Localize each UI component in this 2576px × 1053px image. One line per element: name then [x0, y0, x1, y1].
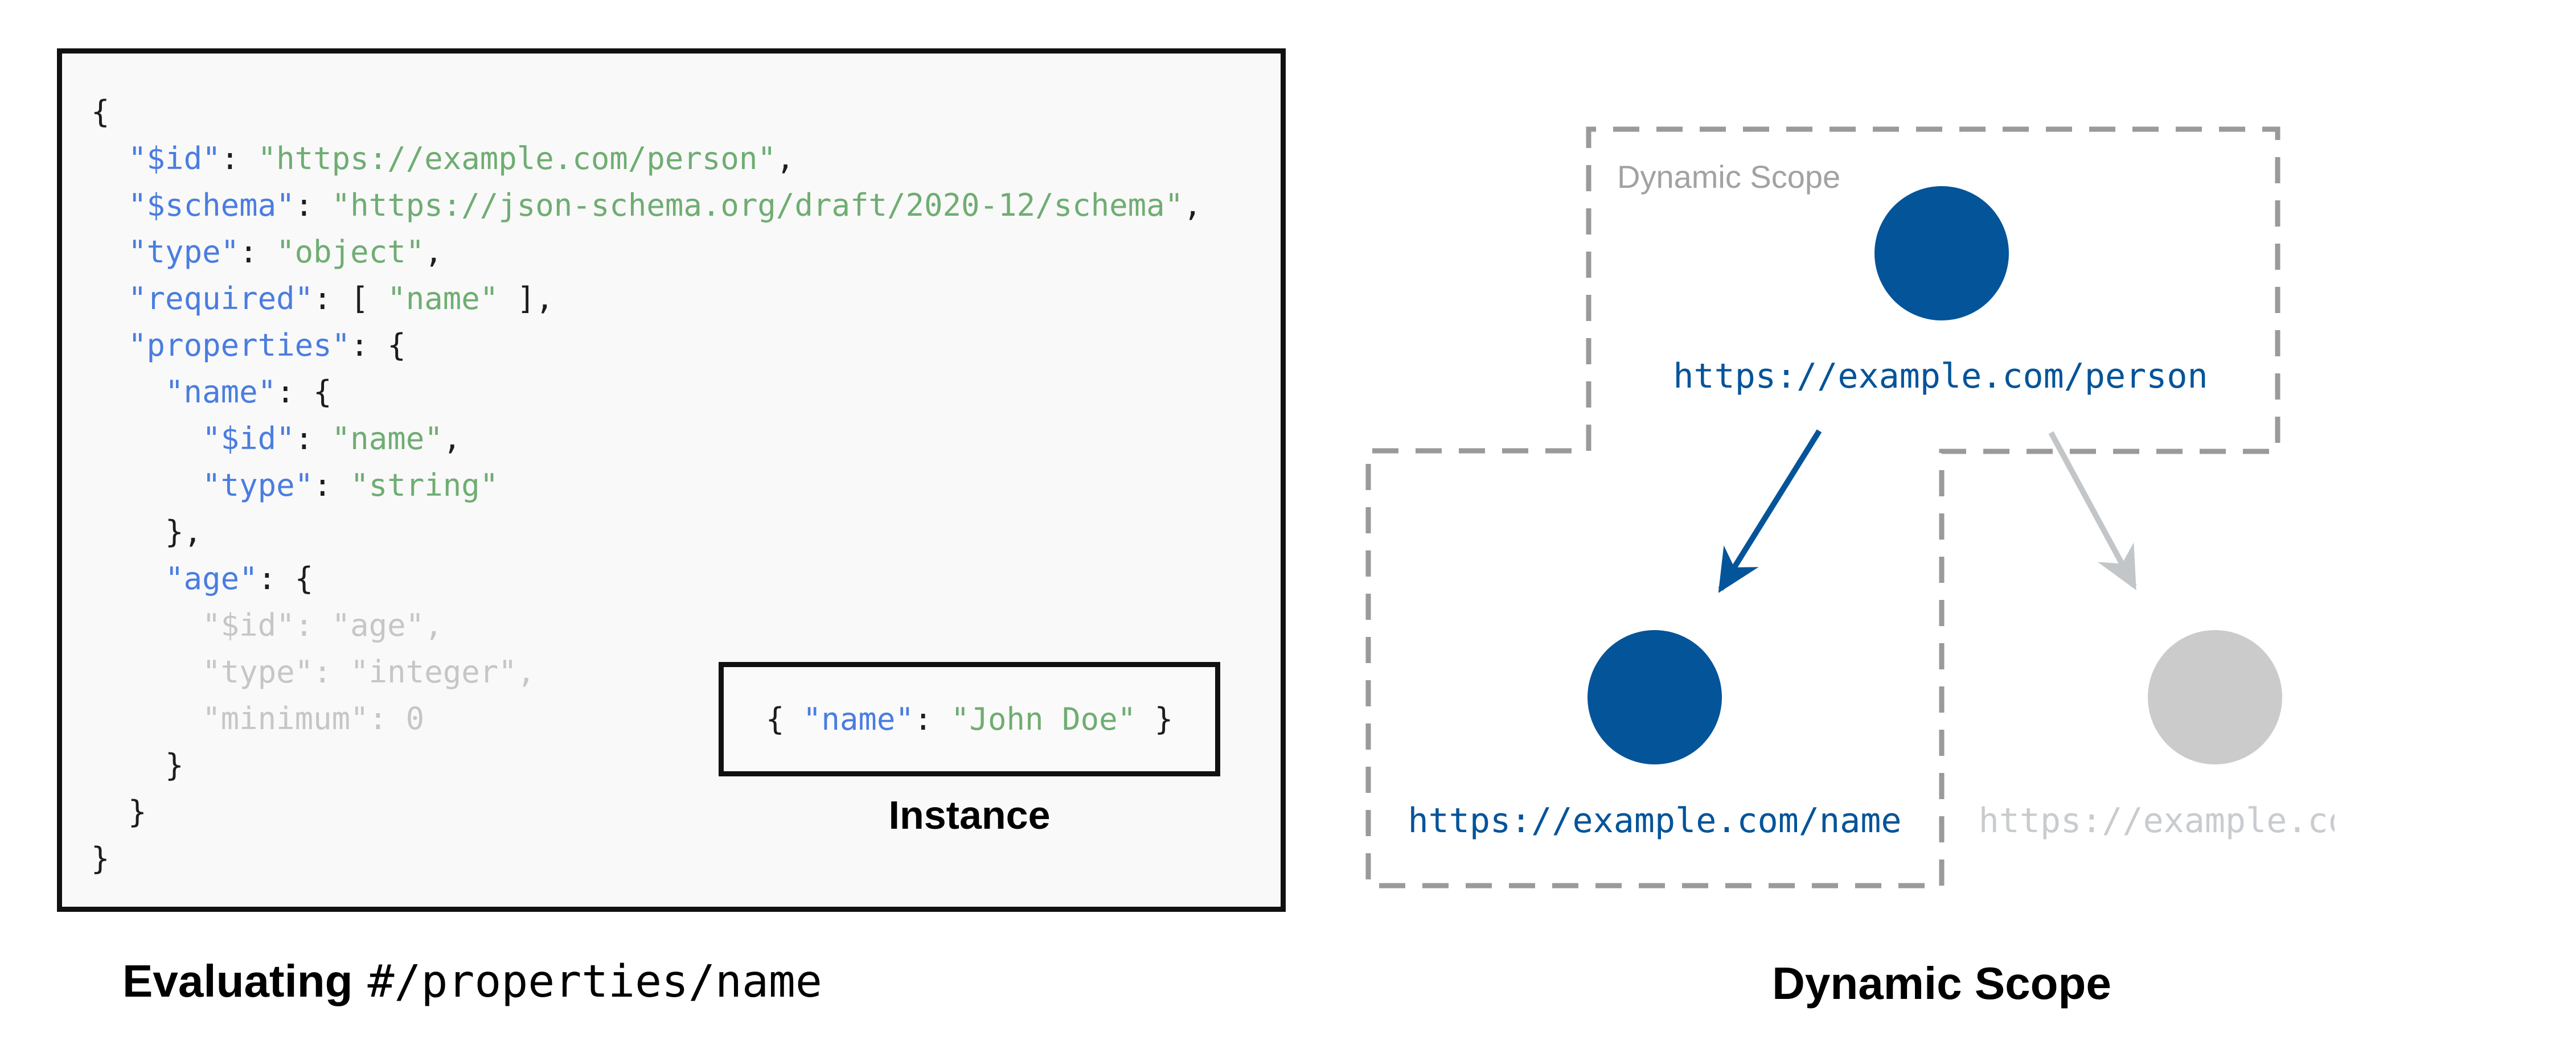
- code-line: "type": "integer",: [91, 649, 1264, 696]
- code-line: }: [91, 742, 1264, 789]
- schema-node-name-url: https://example.com/name: [1408, 801, 1902, 841]
- dynamic-scope-boundary: [1365, 126, 2280, 889]
- schema-node-age-circle: [2148, 630, 2282, 764]
- dynamic-scope-diagram: Dynamic Scope https://example.com/person…: [1365, 126, 2335, 889]
- code-token-plain: : {: [350, 327, 406, 363]
- code-token-string: "https://json-schema.org/draft/2020-12/s…: [331, 187, 1184, 223]
- code-token-key: "$id": [128, 141, 221, 176]
- code-token-plain: :: [239, 234, 277, 270]
- code-token-plain: :: [220, 141, 258, 176]
- code-token-plain: [91, 467, 202, 503]
- code-token-plain: {: [765, 701, 803, 737]
- code-token-plain: ,: [424, 234, 443, 270]
- code-token-plain: }: [91, 747, 184, 783]
- code-token-plain: },: [91, 514, 203, 550]
- code-token-plain: {: [91, 94, 110, 130]
- code-token-plain: }: [91, 841, 110, 877]
- code-token-plain: : [: [313, 281, 388, 316]
- code-line: }: [91, 836, 1264, 882]
- code-line: "$id": "age",: [91, 602, 1264, 649]
- code-token-key: "$schema": [128, 187, 295, 223]
- code-token-string: "name": [387, 281, 499, 316]
- code-token-key: "type": [202, 467, 314, 503]
- code-token-muted: "$id": "age",: [91, 607, 443, 643]
- code-token-muted: "minimum": 0: [91, 701, 425, 737]
- code-token-plain: }: [91, 794, 147, 830]
- code-token-muted: "type": "integer",: [91, 654, 536, 690]
- code-token-key: "$id": [202, 421, 295, 456]
- code-line: "required": [ "name" ],: [91, 275, 1264, 322]
- code-token-key: "name": [802, 701, 914, 737]
- code-token-plain: [91, 374, 165, 410]
- schema-json-code: { "$id": "https://example.com/person", "…: [62, 54, 1281, 882]
- code-line: "$id": "https://example.com/person",: [91, 135, 1264, 182]
- code-token-plain: ,: [442, 421, 462, 456]
- schema-node-person-url: https://example.com/person: [1673, 356, 2208, 396]
- edge-person-to-name-arrow: [1718, 429, 1822, 593]
- evaluating-caption-word: Evaluating: [122, 956, 353, 1006]
- code-token-key: "type": [128, 234, 240, 270]
- code-token-plain: ,: [1183, 187, 1202, 223]
- code-token-string: "string": [350, 467, 499, 503]
- code-token-string: "https://example.com/person": [257, 141, 776, 176]
- code-token-plain: }: [1136, 701, 1174, 737]
- code-token-string: "John Doe": [951, 701, 1137, 737]
- code-token-plain: [91, 187, 128, 223]
- code-token-plain: [91, 561, 165, 597]
- code-token-key: "age": [165, 561, 258, 597]
- code-token-plain: :: [294, 421, 332, 456]
- code-token-plain: [91, 281, 128, 316]
- code-token-plain: [91, 421, 202, 456]
- instance-box: { "name": "John Doe" }: [719, 662, 1220, 776]
- code-token-plain: [91, 327, 128, 363]
- code-line: "age": {: [91, 556, 1264, 602]
- code-line: "type": "object",: [91, 229, 1264, 275]
- schema-code-panel: { "$id": "https://example.com/person", "…: [57, 48, 1286, 912]
- dynamic-scope-caption: Dynamic Scope: [1772, 958, 2111, 1009]
- evaluating-caption-pointer: #/properties/name: [367, 956, 822, 1007]
- instance-json-code: { "name": "John Doe" }: [766, 701, 1173, 737]
- code-token-string: "object": [276, 234, 425, 270]
- evaluating-caption: Evaluating #/properties/name: [122, 955, 822, 1007]
- dynamic-scope-inline-label: Dynamic Scope: [1617, 159, 1840, 195]
- code-line: "type": "string": [91, 462, 1264, 509]
- edge-person-to-age-arrow: [2048, 431, 2137, 591]
- schema-node-person-circle: [1874, 186, 2009, 320]
- code-token-plain: : {: [276, 374, 332, 410]
- schema-node-age-url: https://example.com/age: [1979, 801, 2335, 841]
- code-token-string: "name": [331, 421, 443, 456]
- code-token-key: "properties": [128, 327, 351, 363]
- instance-caption: Instance: [888, 793, 1051, 837]
- code-line: "$schema": "https://json-schema.org/draf…: [91, 182, 1264, 229]
- code-line: }: [91, 789, 1264, 836]
- schema-node-name-circle: [1588, 630, 1722, 764]
- code-token-plain: ],: [498, 281, 554, 316]
- code-token-plain: [91, 234, 128, 270]
- code-token-plain: :: [313, 467, 351, 503]
- code-token-key: "name": [165, 374, 277, 410]
- code-line: "minimum": 0: [91, 696, 1264, 742]
- code-line: "name": {: [91, 369, 1264, 416]
- code-token-plain: :: [294, 187, 332, 223]
- code-token-plain: :: [913, 701, 951, 737]
- code-line: {: [91, 89, 1264, 135]
- code-token-plain: ,: [776, 141, 795, 176]
- code-line: },: [91, 509, 1264, 556]
- code-token-key: "required": [128, 281, 314, 316]
- code-token-plain: : {: [257, 561, 314, 597]
- code-line: "properties": {: [91, 322, 1264, 369]
- code-token-plain: [91, 141, 128, 176]
- code-line: "$id": "name",: [91, 416, 1264, 462]
